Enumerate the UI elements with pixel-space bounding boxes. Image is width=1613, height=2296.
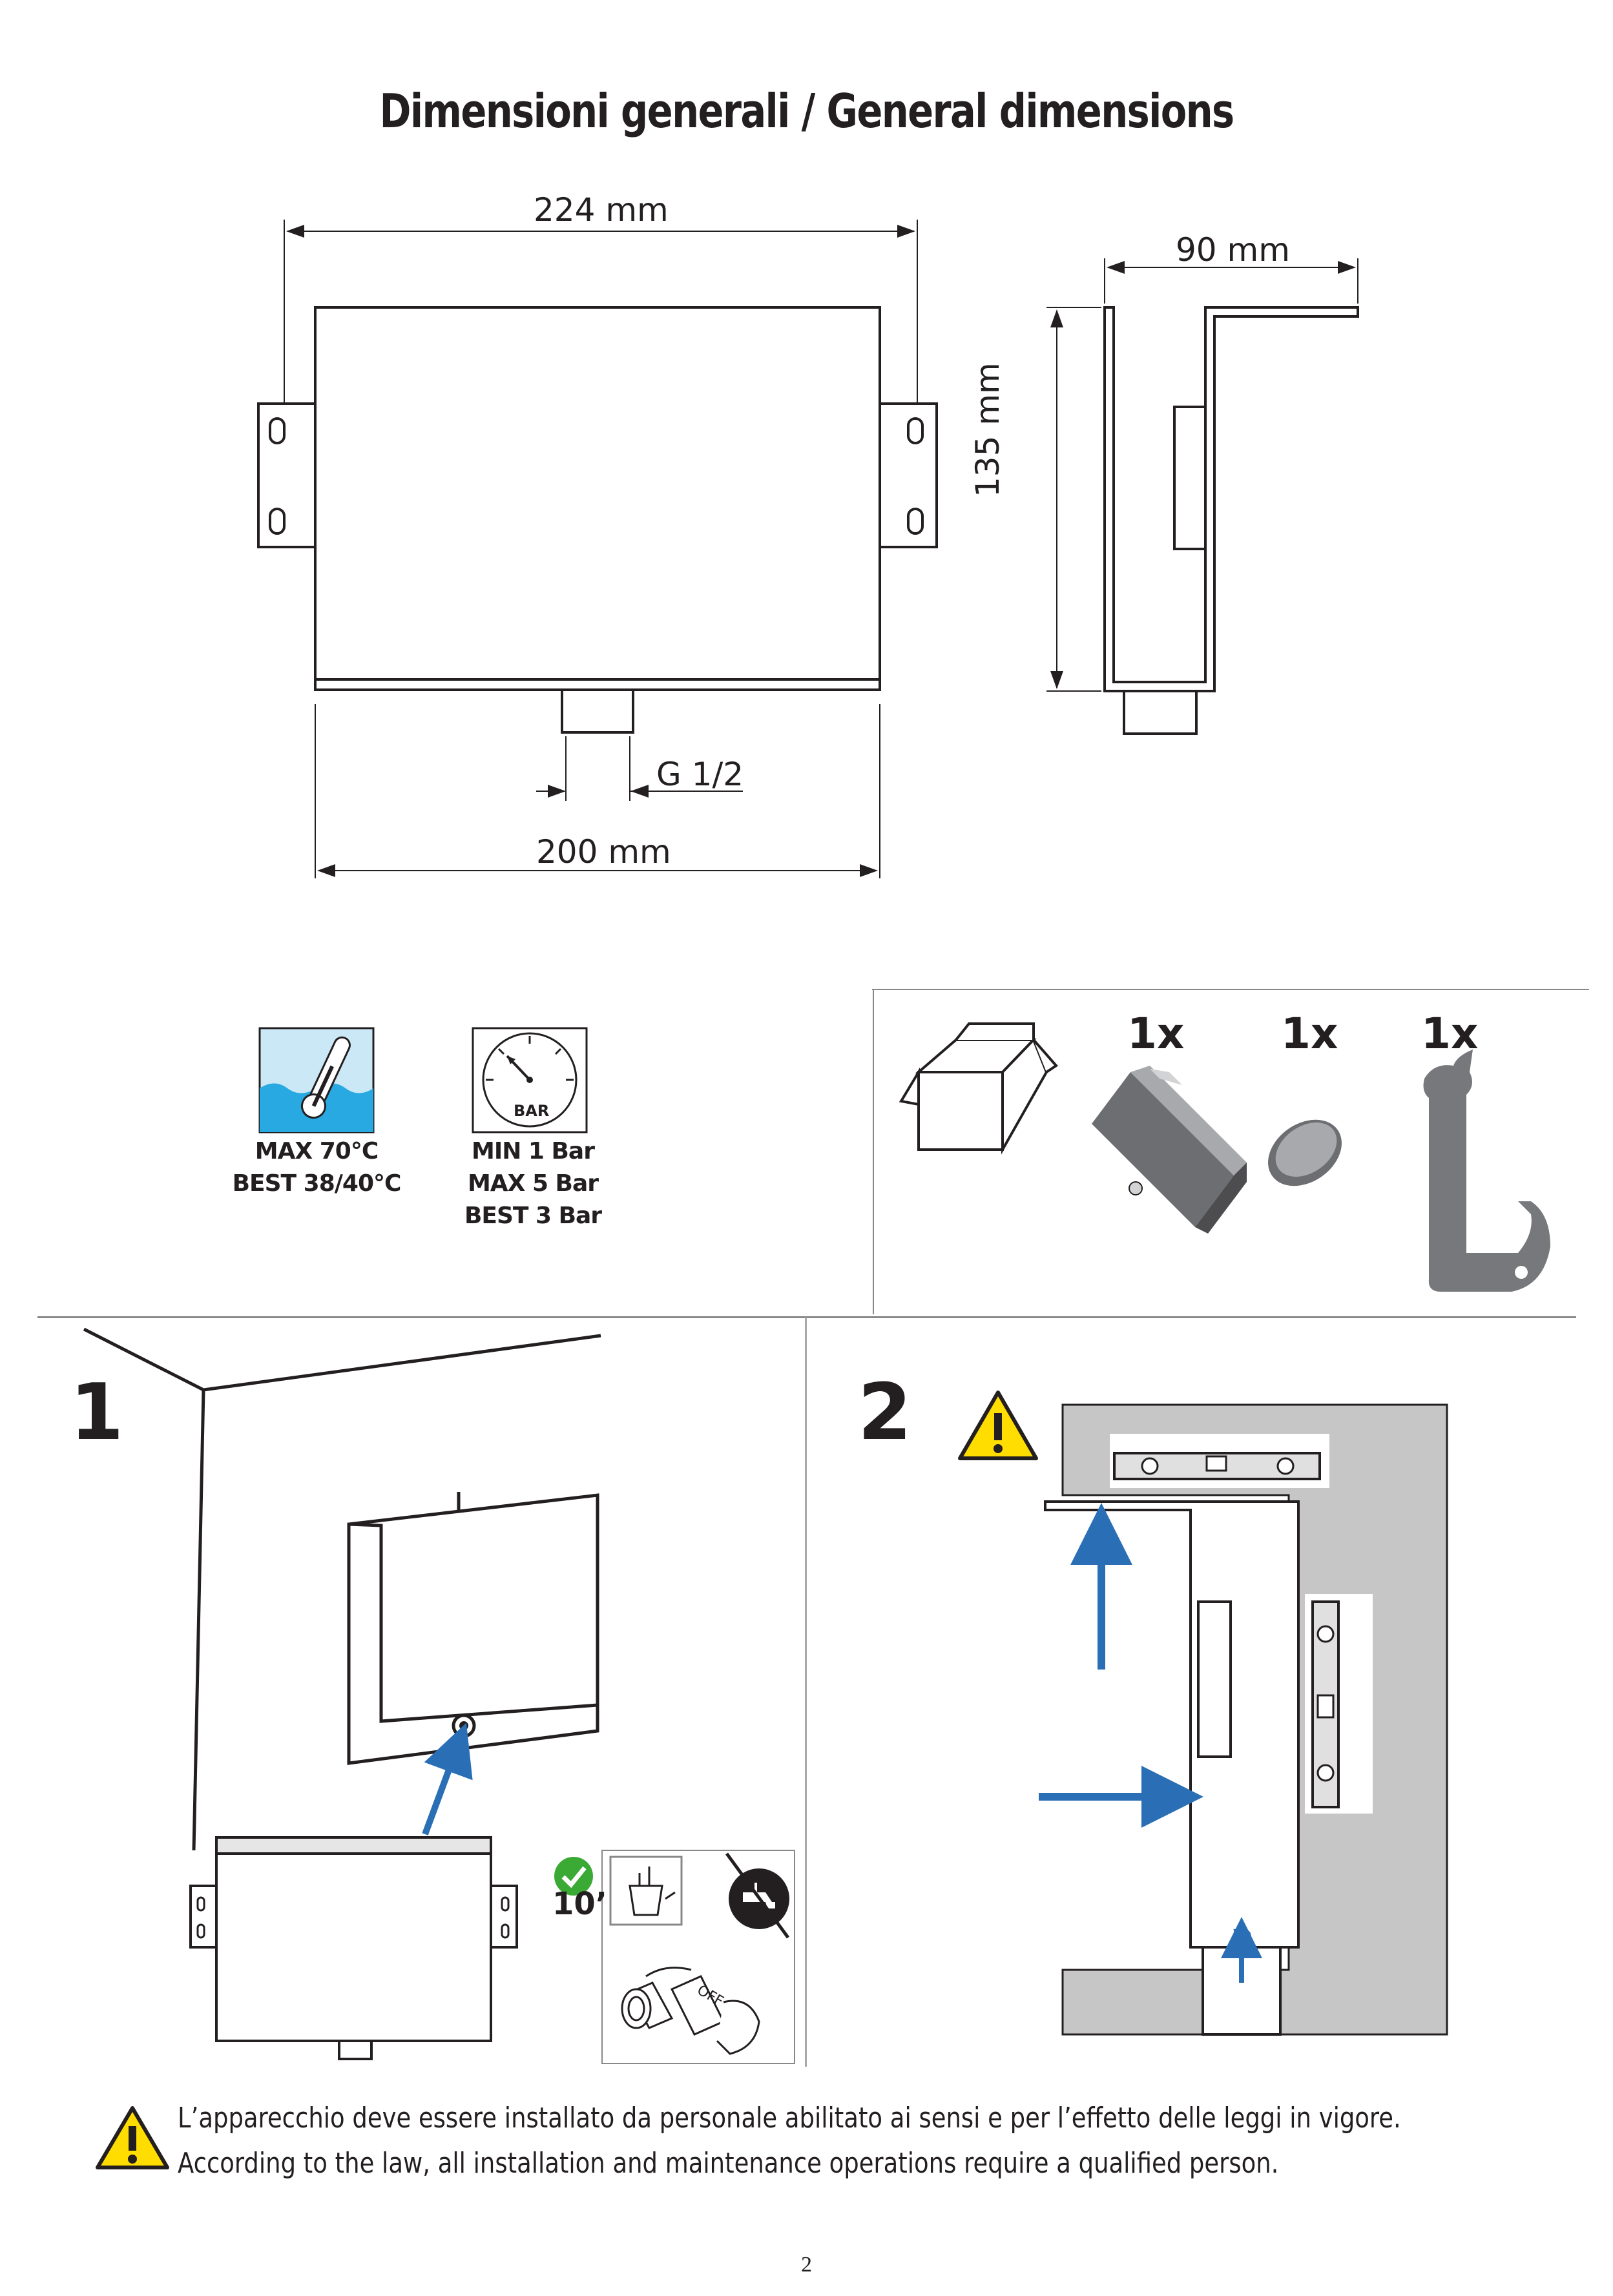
notice-warning-icon xyxy=(96,2106,169,2169)
dim-side-height: 135 mm xyxy=(969,362,1006,497)
notice-english: According to the law, all installation a… xyxy=(178,2147,1279,2180)
no-water-icon xyxy=(725,1852,790,1939)
cap-icon xyxy=(1268,1119,1342,1186)
dim-front-width-bottom: 200 mm xyxy=(536,833,671,871)
pressure-max: MAX 5 Bar xyxy=(467,1170,599,1197)
pressure-best: BEST 3 Bar xyxy=(464,1203,602,1229)
dim-thread: G 1/2 xyxy=(656,756,744,793)
thermometer-water-icon xyxy=(258,1027,375,1133)
bucket-flush-icon xyxy=(609,1856,683,1926)
box-icon xyxy=(899,1022,1059,1155)
qty-bracket: 1x xyxy=(1127,1009,1185,1059)
pressure-specs: MIN 1 Bar MAX 5 Bar BEST 3 Bar xyxy=(446,1135,620,1232)
page-number: 2 xyxy=(801,2253,812,2277)
dim-side-depth: 90 mm xyxy=(1176,231,1290,269)
temp-max: MAX 70°C xyxy=(255,1138,379,1164)
front-view xyxy=(257,220,938,878)
page-title: Dimensioni generali / General dimensions xyxy=(379,84,1234,138)
dimension-drawings xyxy=(257,220,1359,878)
check-icon xyxy=(554,1857,593,1896)
flush-time: 10’ xyxy=(552,1886,608,1922)
pressure-min: MIN 1 Bar xyxy=(472,1138,595,1164)
step1-number: 1 xyxy=(70,1368,124,1458)
side-view xyxy=(1046,258,1359,735)
notice-italian: L’apparecchio deve essere installato da … xyxy=(178,2102,1401,2135)
installation-notice: L’apparecchio deve essere installato da … xyxy=(178,2096,1401,2186)
qty-key: 1x xyxy=(1421,1009,1479,1059)
step2-number: 2 xyxy=(858,1368,912,1458)
step1-illustration xyxy=(83,1327,795,2064)
temperature-specs: MAX 70°C BEST 38/40°C xyxy=(220,1135,413,1200)
warning-icon xyxy=(958,1391,1038,1460)
bracket-icon xyxy=(1092,1066,1247,1234)
qty-cap: 1x xyxy=(1281,1009,1338,1059)
vertical-divider xyxy=(805,1318,807,2067)
step2-illustration xyxy=(1039,1403,1448,2036)
pressure-gauge-icon xyxy=(472,1027,588,1133)
horizontal-divider xyxy=(37,1316,1576,1318)
temp-best: BEST 38/40°C xyxy=(232,1170,402,1197)
key-icon xyxy=(1423,1050,1550,1292)
package-contents xyxy=(872,989,1589,1314)
valve-hand-icon xyxy=(621,1967,760,2055)
gauge-label: BAR xyxy=(514,1102,550,1120)
dim-front-width-top: 224 mm xyxy=(534,191,669,229)
